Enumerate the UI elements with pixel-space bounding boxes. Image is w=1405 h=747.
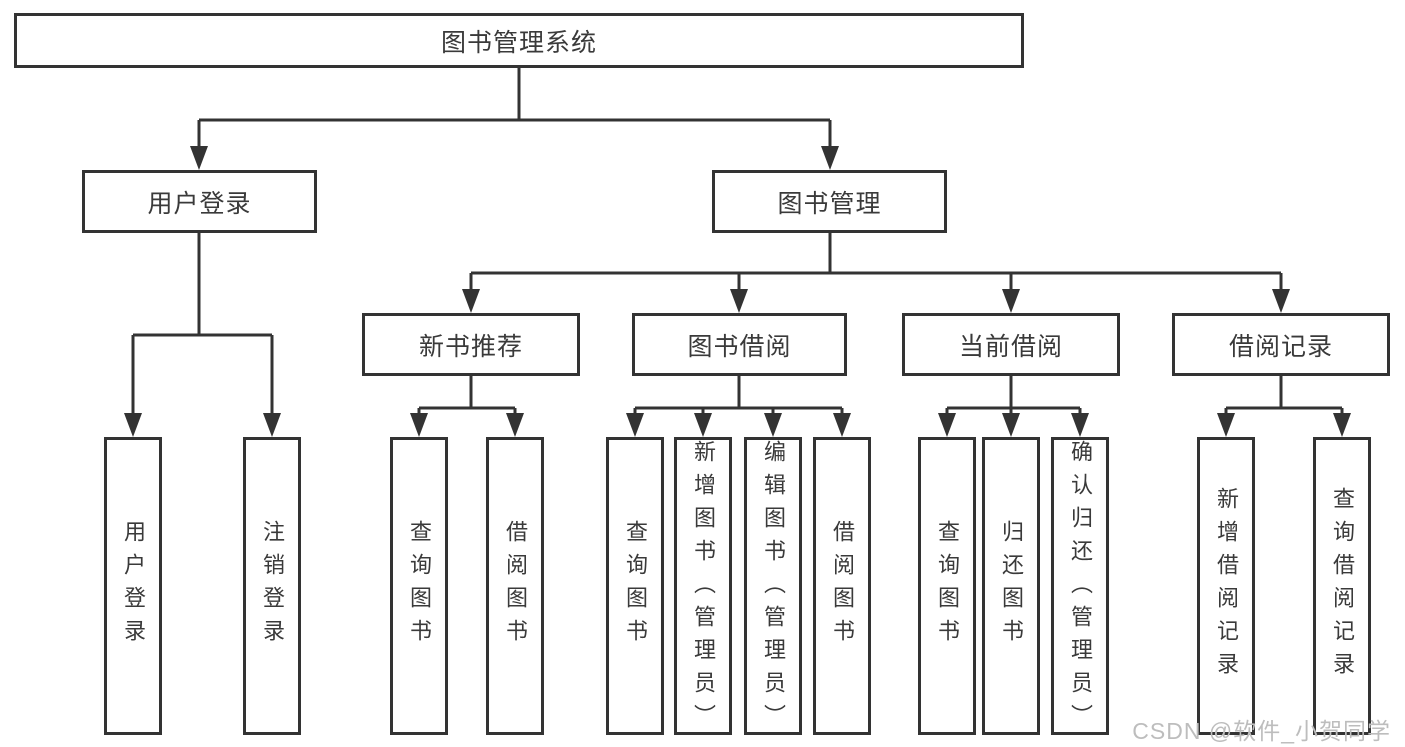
node-book-management-label: 图书管理 (777, 189, 882, 218)
leaf-query-books-recommend-label: 查询图书 (407, 520, 432, 652)
leaf-add-book-admin-label: 新增图书（管理员） (691, 440, 716, 737)
leaf-borrow-books-recommend: 借阅图书 (486, 437, 544, 735)
leaf-query-books-borrow-label: 查询图书 (623, 520, 648, 652)
node-book-borrow: 图书借阅 (632, 313, 847, 376)
leaf-user-login: 用户登录 (104, 437, 162, 735)
leaf-add-borrow-record-label: 新增借阅记录 (1214, 487, 1239, 685)
leaf-add-book-admin: 新增图书（管理员） (674, 437, 732, 737)
node-current-borrow-label: 当前借阅 (958, 332, 1063, 361)
node-new-book-recommend-label: 新书推荐 (418, 332, 523, 361)
node-new-book-recommend: 新书推荐 (362, 313, 580, 376)
leaf-borrow-books-label: 借阅图书 (830, 520, 855, 652)
node-user-login: 用户登录 (82, 170, 317, 233)
leaf-confirm-return-admin: 确认归还（管理员） (1051, 437, 1109, 737)
leaf-user-login-label: 用户登录 (121, 520, 146, 652)
leaf-query-books-current-label: 查询图书 (935, 520, 960, 652)
node-user-login-label: 用户登录 (147, 189, 252, 218)
node-book-borrow-label: 图书借阅 (687, 332, 792, 361)
leaf-return-books: 归还图书 (982, 437, 1040, 735)
leaf-logout-label: 注销登录 (260, 520, 285, 652)
leaf-query-borrow-record-label: 查询借阅记录 (1330, 487, 1355, 685)
leaf-query-books-current: 查询图书 (918, 437, 976, 735)
leaf-edit-book-admin-label: 编辑图书（管理员） (761, 440, 786, 737)
node-borrow-records: 借阅记录 (1172, 313, 1390, 376)
leaf-borrow-books: 借阅图书 (813, 437, 871, 735)
leaf-add-borrow-record: 新增借阅记录 (1197, 437, 1255, 735)
node-book-management: 图书管理 (712, 170, 947, 233)
leaf-return-books-label: 归还图书 (999, 520, 1024, 652)
connector-stems (131, 68, 1344, 418)
connector-arrowheads (124, 146, 1351, 437)
node-current-borrow: 当前借阅 (902, 313, 1120, 376)
leaf-edit-book-admin: 编辑图书（管理员） (744, 437, 802, 737)
leaf-borrow-books-recommend-label: 借阅图书 (503, 520, 528, 652)
csdn-watermark: CSDN @软件_小贺同学 (1132, 717, 1391, 744)
node-root-system-label: 图书管理系统 (440, 28, 597, 57)
leaf-query-books-recommend: 查询图书 (390, 437, 448, 735)
leaf-logout: 注销登录 (243, 437, 301, 735)
node-borrow-records-label: 借阅记录 (1228, 332, 1333, 361)
leaf-query-books-borrow: 查询图书 (606, 437, 664, 735)
leaf-query-borrow-record: 查询借阅记录 (1313, 437, 1371, 735)
node-root-system: 图书管理系统 (14, 13, 1024, 68)
leaf-confirm-return-admin-label: 确认归还（管理员） (1068, 440, 1093, 737)
